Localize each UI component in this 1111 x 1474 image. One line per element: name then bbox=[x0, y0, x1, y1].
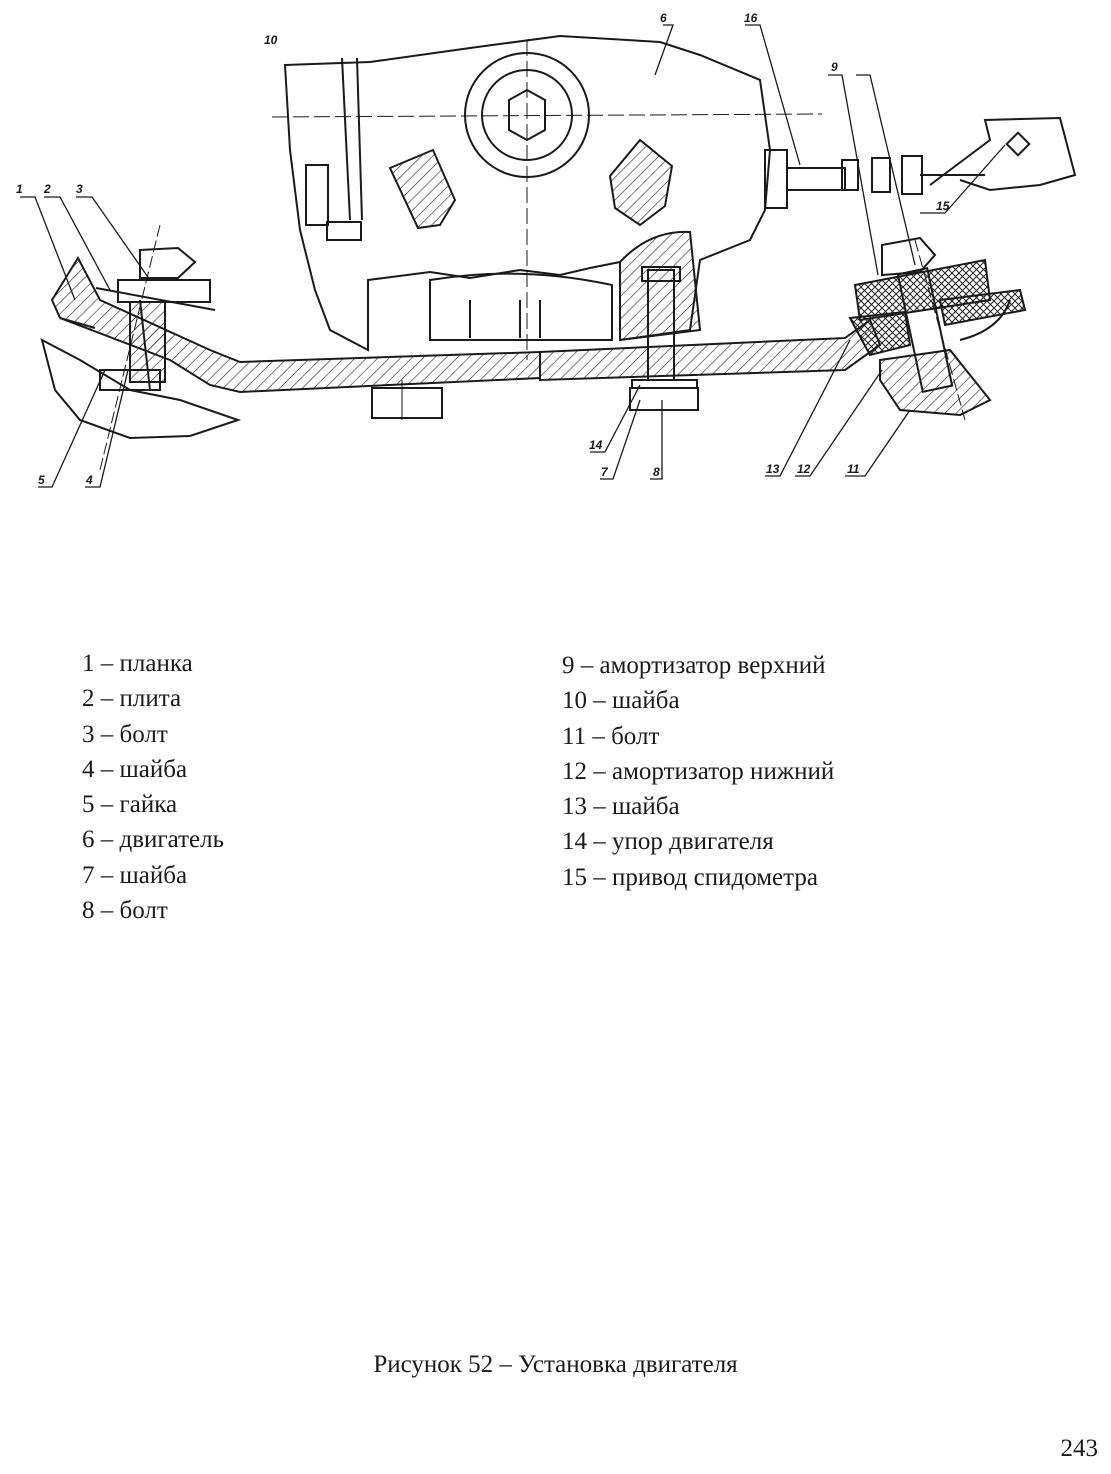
legend-item: 5 – гайка bbox=[82, 791, 178, 819]
legend-item: 11 – болт bbox=[562, 722, 660, 750]
engine-mounting-drawing: 1 2 3 4 5 6 7 8 9 10 11 12 13 14 15 16 bbox=[16, 11, 1077, 488]
legend-item: 1 – планка bbox=[82, 650, 193, 677]
engine-body bbox=[271, 34, 823, 360]
legend-item: 15 – привод спидометра bbox=[562, 863, 818, 891]
callout-1: 1 bbox=[16, 182, 23, 196]
callout-11: 11 bbox=[847, 462, 860, 476]
legend-item: 12 – амортизатор нижний bbox=[562, 757, 835, 785]
center-bolt bbox=[371, 266, 699, 420]
right-absorber-assembly bbox=[848, 236, 1027, 421]
callout-7: 7 bbox=[601, 465, 609, 479]
left-bolt-assembly bbox=[95, 224, 216, 471]
page-number: 243 bbox=[1060, 1435, 1099, 1462]
legend-item: 10 – шайба bbox=[562, 687, 680, 715]
callout-14: 14 bbox=[589, 438, 603, 452]
callout-3: 3 bbox=[76, 182, 83, 196]
legend-item: 7 – шайба bbox=[82, 861, 188, 889]
legend-right-column: 9 – амортизатор верхний 10 – шайба 11 – … bbox=[562, 648, 834, 895]
legend-item: 4 – шайба bbox=[82, 755, 188, 783]
callout-10: 10 bbox=[264, 33, 278, 47]
legend-item: 9 – амортизатор верхний bbox=[562, 652, 826, 679]
legend-item: 2 – плита bbox=[82, 685, 182, 713]
legend-left-column: 1 – планка 2 – плита 3 – болт 4 – шайба … bbox=[82, 646, 224, 928]
legend-item: 6 – двигатель bbox=[82, 826, 225, 854]
callout-5: 5 bbox=[38, 473, 45, 487]
legend-item: 3 – болт bbox=[82, 720, 168, 748]
callout-8: 8 bbox=[653, 465, 660, 479]
callout-6: 6 bbox=[660, 11, 667, 25]
callout-2: 2 bbox=[43, 182, 51, 196]
legend-item: 14 – упор двигателя bbox=[562, 828, 774, 856]
callout-9: 9 bbox=[831, 60, 838, 74]
callout-12: 12 bbox=[797, 462, 811, 476]
figure-caption: Рисунок 52 – Установка двигателя bbox=[373, 1351, 738, 1378]
callout-15: 15 bbox=[936, 199, 950, 213]
callout-13: 13 bbox=[766, 462, 780, 476]
frame-rail bbox=[40, 255, 882, 440]
callout-4: 4 bbox=[85, 473, 93, 487]
callout-16: 16 bbox=[744, 11, 758, 25]
speedometer-drive bbox=[764, 116, 1077, 209]
callout-labels: 1 2 3 4 5 6 7 8 9 10 11 12 13 14 15 16 bbox=[16, 11, 950, 487]
legend-item: 8 – болт bbox=[82, 897, 168, 925]
leader-lines bbox=[20, 24, 1006, 488]
legend-item: 13 – шайба bbox=[562, 793, 680, 821]
